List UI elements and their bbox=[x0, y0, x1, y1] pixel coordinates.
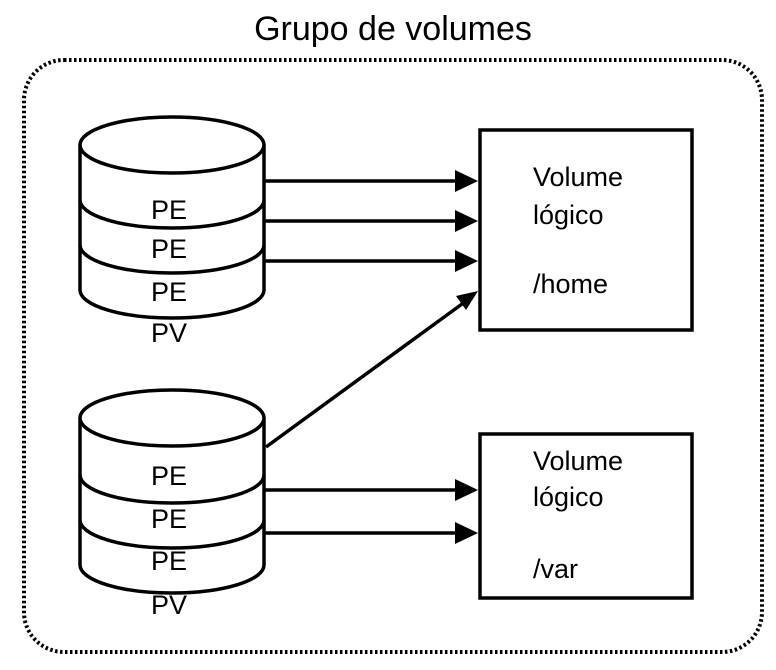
logical-volume-box bbox=[478, 432, 694, 600]
logical-volume-mount-point: /home bbox=[533, 269, 608, 299]
mapping-arrow bbox=[264, 302, 464, 449]
physical-extent-label: PE bbox=[151, 195, 187, 225]
disk-2-divider bbox=[78, 474, 266, 505]
logical-volume-home: Volume lógico /home bbox=[478, 128, 694, 332]
physical-volume-1: PE PE PE PV bbox=[78, 115, 266, 348]
extent-mapping-arrows bbox=[264, 170, 478, 544]
disk-2-body bbox=[78, 418, 266, 595]
logical-volume-var: Volume lógico /var bbox=[478, 432, 694, 600]
arrow-head bbox=[455, 210, 478, 232]
physical-volume-2: PE PE PE PV bbox=[78, 388, 266, 620]
logical-volume-mount-point: /var bbox=[533, 554, 578, 584]
physical-extent-label: PE bbox=[151, 546, 187, 576]
disk-2-top bbox=[78, 388, 266, 448]
arrow-head bbox=[455, 250, 478, 272]
physical-extent-label: PE bbox=[151, 504, 187, 534]
logical-volume-box bbox=[478, 128, 694, 332]
logical-volume-label-line2: lógico bbox=[533, 482, 604, 512]
arrow-head bbox=[455, 479, 478, 501]
disk-1-divider bbox=[78, 199, 266, 230]
logical-volume-label-line1: Volume bbox=[533, 446, 623, 476]
physical-volume-label: PV bbox=[151, 318, 187, 348]
disk-1-top bbox=[78, 115, 266, 175]
arrow-head bbox=[455, 170, 478, 192]
arrow-head bbox=[455, 522, 478, 544]
arrow-head bbox=[456, 291, 478, 310]
volume-group-boundary bbox=[22, 58, 764, 654]
disk-2-divider bbox=[78, 519, 266, 550]
physical-extent-label: PE bbox=[151, 277, 187, 307]
physical-extent-label: PE bbox=[151, 461, 187, 491]
diagram-title: Grupo de volumes bbox=[254, 10, 532, 48]
logical-volume-label-line2: lógico bbox=[533, 200, 604, 230]
physical-extent-label: PE bbox=[151, 234, 187, 264]
disk-1-body bbox=[78, 145, 266, 320]
physical-volume-label: PV bbox=[151, 590, 187, 620]
disk-1-divider bbox=[78, 244, 266, 275]
logical-volume-label-line1: Volume bbox=[533, 162, 623, 192]
